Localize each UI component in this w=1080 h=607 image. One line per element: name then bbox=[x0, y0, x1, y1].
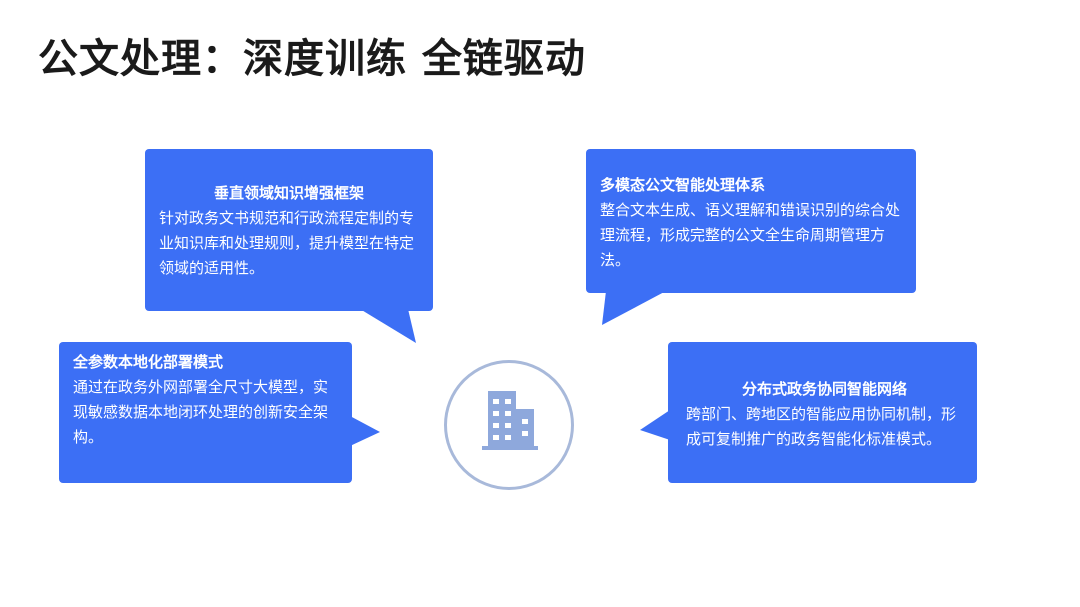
card-local-deployment: 全参数本地化部署模式 通过在政务外网部署全尺寸大模型，实现敏感数据本地闭环处理的… bbox=[59, 342, 352, 483]
card-body: 针对政务文书规范和行政流程定制的专业知识库和处理规则，提升模型在特定领域的适用性… bbox=[159, 209, 415, 277]
card-tail bbox=[360, 309, 416, 343]
card-tail bbox=[640, 410, 670, 440]
page-title: 公文处理：深度训练 全链驱动 bbox=[38, 36, 586, 82]
card-tail bbox=[602, 291, 666, 325]
hub-circle bbox=[444, 360, 574, 490]
card-title: 全参数本地化部署模式 bbox=[73, 353, 224, 371]
card-title: 分布式政务协同智能网络 bbox=[741, 380, 907, 398]
card-title: 多模态公文智能处理体系 bbox=[600, 176, 766, 194]
card-body: 整合文本生成、语义理解和错误识别的综合处理流程，形成完整的公文全生命周期管理方法… bbox=[600, 201, 901, 269]
card-body: 跨部门、跨地区的智能应用协同机制，形成可复制推广的政务智能化标准模式。 bbox=[686, 405, 957, 448]
card-vertical-knowledge: 垂直领域知识增强框架 针对政务文书规范和行政流程定制的专业知识库和处理规则，提升… bbox=[145, 149, 433, 311]
card-tail bbox=[350, 416, 380, 446]
card-body: 通过在政务外网部署全尺寸大模型，实现敏感数据本地闭环处理的创新安全架构。 bbox=[73, 378, 329, 446]
card-distributed-network: 分布式政务协同智能网络 跨部门、跨地区的智能应用协同机制，形成可复制推广的政务智… bbox=[668, 342, 977, 483]
card-title: 垂直领域知识增强框架 bbox=[213, 184, 364, 202]
card-multimodal-processing: 多模态公文智能处理体系 整合文本生成、语义理解和错误识别的综合处理流程，形成完整… bbox=[586, 149, 916, 293]
building-icon bbox=[482, 391, 538, 450]
